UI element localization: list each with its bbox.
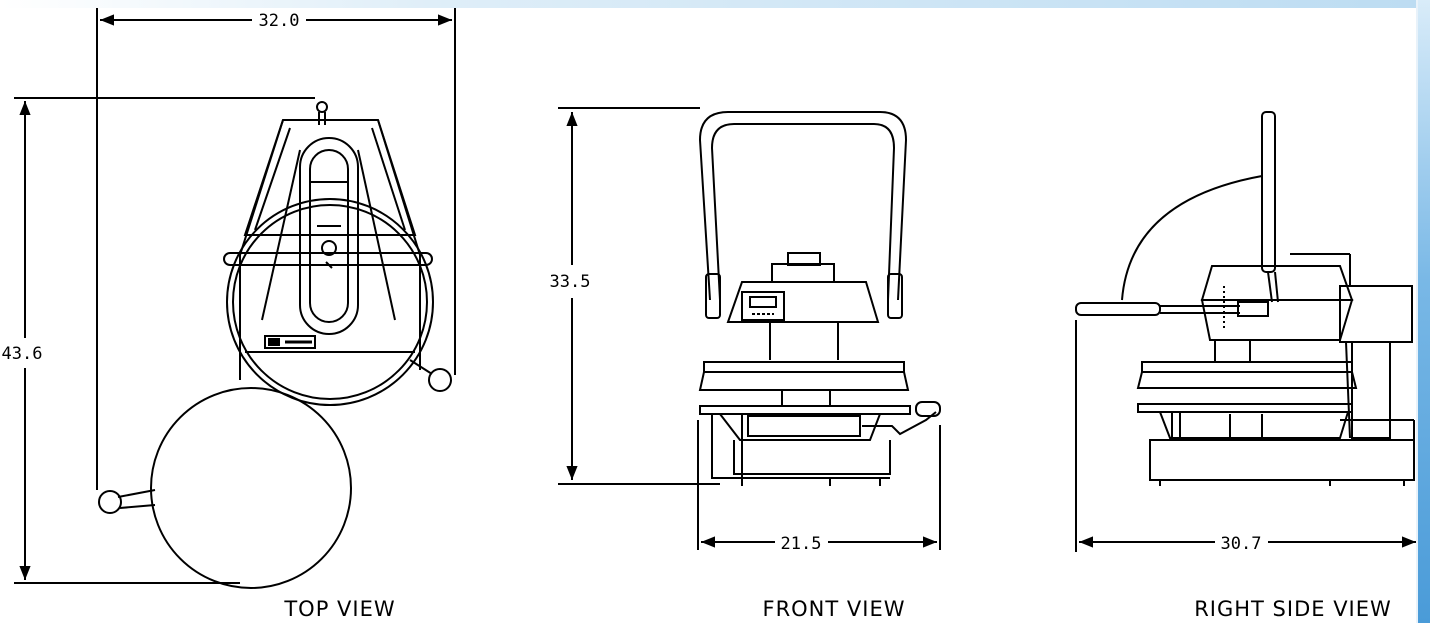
dimension-label-43-6: 43.6	[2, 344, 43, 364]
window-right-border	[1418, 0, 1430, 623]
dimension-label-33-5: 33.5	[550, 272, 591, 292]
dimension-top-depth: 43.6	[2, 97, 315, 584]
dimension-label-30-7: 30.7	[1221, 534, 1262, 554]
top-view: 32.0 43.6	[2, 8, 456, 589]
window-top-border	[0, 0, 1430, 8]
right-side-view: 30.7	[1075, 111, 1416, 554]
dimension-side-width: 30.7	[1075, 320, 1416, 554]
dimension-top-width: 32.0	[96, 8, 456, 490]
title-right-side-view: RIGHT SIDE VIEW	[1194, 597, 1392, 621]
title-front-view: FRONT VIEW	[762, 597, 905, 621]
title-top-view: TOP VIEW	[283, 597, 395, 621]
dimension-front-height: 33.5	[550, 107, 720, 485]
dimension-label-32: 32.0	[259, 11, 300, 31]
dimension-front-width: 21.5	[697, 420, 941, 554]
window-right-border-highlight	[1416, 0, 1418, 623]
front-view: 33.5 21.5	[550, 107, 941, 554]
dimension-label-21-5: 21.5	[781, 534, 822, 554]
